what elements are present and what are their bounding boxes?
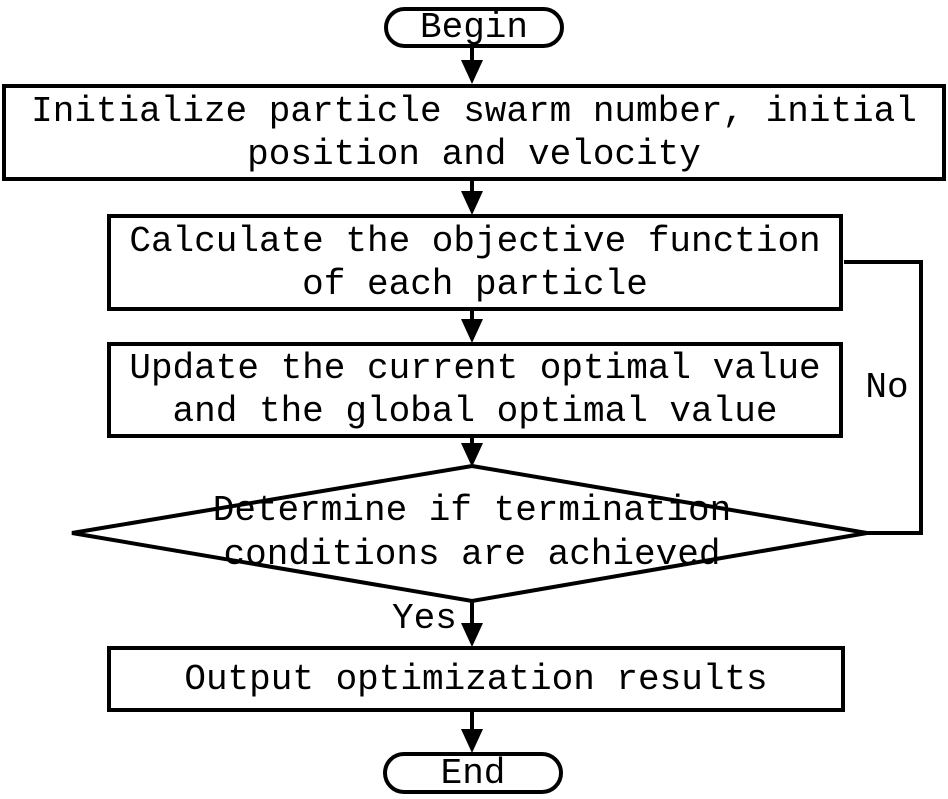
arrow-update-to-decision [461, 437, 483, 467]
node-end-label: End [440, 752, 506, 794]
node-calculate-line1: Calculate the objective function [129, 220, 821, 262]
node-output: Output optimization results [107, 646, 845, 712]
node-calculate-line2: of each particle [302, 263, 648, 305]
node-initialize: Initialize particle swarm number, initia… [2, 84, 946, 181]
node-decision-line2: conditions are achieved [223, 534, 721, 575]
arrow-output-to-end [461, 711, 483, 753]
edge-label-yes: Yes [392, 598, 457, 639]
node-decision-line1: Determine if termination [212, 490, 732, 531]
edge-label-no: No [865, 367, 909, 408]
node-decision-label: Determine if termination conditions are … [172, 489, 772, 577]
node-end: End [383, 752, 563, 794]
node-calculate: Calculate the objective function of each… [107, 214, 843, 311]
node-begin: Begin [384, 7, 564, 48]
no-branch-line [844, 260, 923, 535]
arrow-initialize-to-calculate [461, 180, 483, 215]
node-update-line1: Update the current optimal value [129, 348, 821, 389]
node-update: Update the current optimal value and the… [107, 342, 843, 438]
node-output-label: Output optimization results [184, 658, 768, 700]
node-update-line2: and the global optimal value [172, 391, 778, 432]
arrow-begin-to-initialize [461, 47, 483, 84]
node-initialize-line2: position and velocity [247, 133, 701, 175]
arrow-decision-to-output [461, 601, 483, 647]
arrow-calculate-to-update [461, 310, 483, 343]
node-initialize-line1: Initialize particle swarm number, initia… [31, 90, 917, 132]
node-begin-label: Begin [419, 7, 529, 48]
